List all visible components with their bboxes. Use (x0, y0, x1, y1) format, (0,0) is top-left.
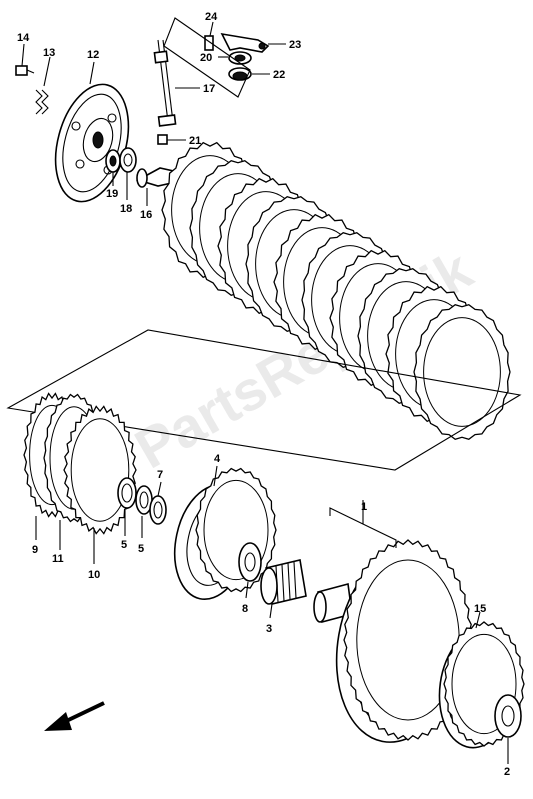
washer-19 (105, 149, 121, 173)
callout-21: 21 (189, 135, 201, 147)
clutch-sleeve-hub-4 (173, 467, 277, 601)
callout-7: 7 (157, 469, 163, 481)
leader-lines (21, 21, 509, 764)
gear-15-teeth-inner-edge (451, 633, 517, 735)
bracket-outline (163, 17, 251, 98)
callout-5b: 5 (138, 543, 144, 555)
bolt-24 (204, 35, 214, 51)
callout-5a: 5 (121, 539, 127, 551)
callout-23: 23 (289, 39, 301, 51)
callout-22: 22 (273, 69, 285, 81)
plate-set-bracket (6, 329, 522, 471)
callout-24: 24 (205, 11, 218, 23)
callout-1: 1 (361, 501, 367, 513)
release-rod-17 (153, 39, 177, 127)
callout-15: 15 (474, 603, 486, 615)
callout-20: 20 (200, 52, 212, 64)
callout-12: 12 (87, 49, 99, 61)
callout-19: 19 (106, 188, 118, 200)
drive-plate-10 (63, 405, 137, 535)
spring-13 (35, 89, 49, 115)
dowel-21 (157, 134, 168, 145)
drive-plate-10-inner-edge (70, 418, 130, 522)
thrust-washer-2 (494, 694, 522, 738)
callout-14: 14 (17, 32, 30, 44)
pressure-plate-12 (54, 83, 130, 203)
release-arm-23 (220, 32, 270, 53)
callout-9: 9 (32, 544, 38, 556)
washer-5a (117, 477, 137, 509)
bolt-14 (15, 65, 35, 76)
clutch-plate-stack (161, 141, 511, 441)
hub-4-spline-inner-edge (203, 479, 269, 581)
bushing-22 (228, 67, 252, 81)
callout-17: 17 (203, 83, 215, 95)
lower-plate-stack (23, 392, 137, 535)
callout-8: 8 (242, 603, 248, 615)
arrow-down-left-icon (44, 701, 105, 731)
clutch-plate-10-inner-edge (423, 317, 501, 427)
callout-16: 16 (140, 209, 152, 221)
callout-3: 3 (266, 623, 272, 635)
callout-4: 4 (214, 453, 221, 465)
callout-11: 11 (52, 553, 64, 565)
needle-bearing-3 (260, 559, 307, 605)
oil-seal-20 (228, 51, 252, 65)
washer-8 (238, 542, 262, 582)
bearing-18 (119, 147, 137, 173)
callout-2: 2 (504, 766, 510, 778)
callout-10: 10 (88, 569, 100, 581)
callout-18: 18 (120, 203, 132, 215)
callout-13: 13 (43, 47, 55, 59)
callout-labels: 1 2 3 4 5 5 7 8 9 10 11 12 13 14 15 16 1… (17, 11, 510, 778)
clutch-plate-10 (413, 303, 511, 441)
washer-7 (149, 495, 167, 525)
